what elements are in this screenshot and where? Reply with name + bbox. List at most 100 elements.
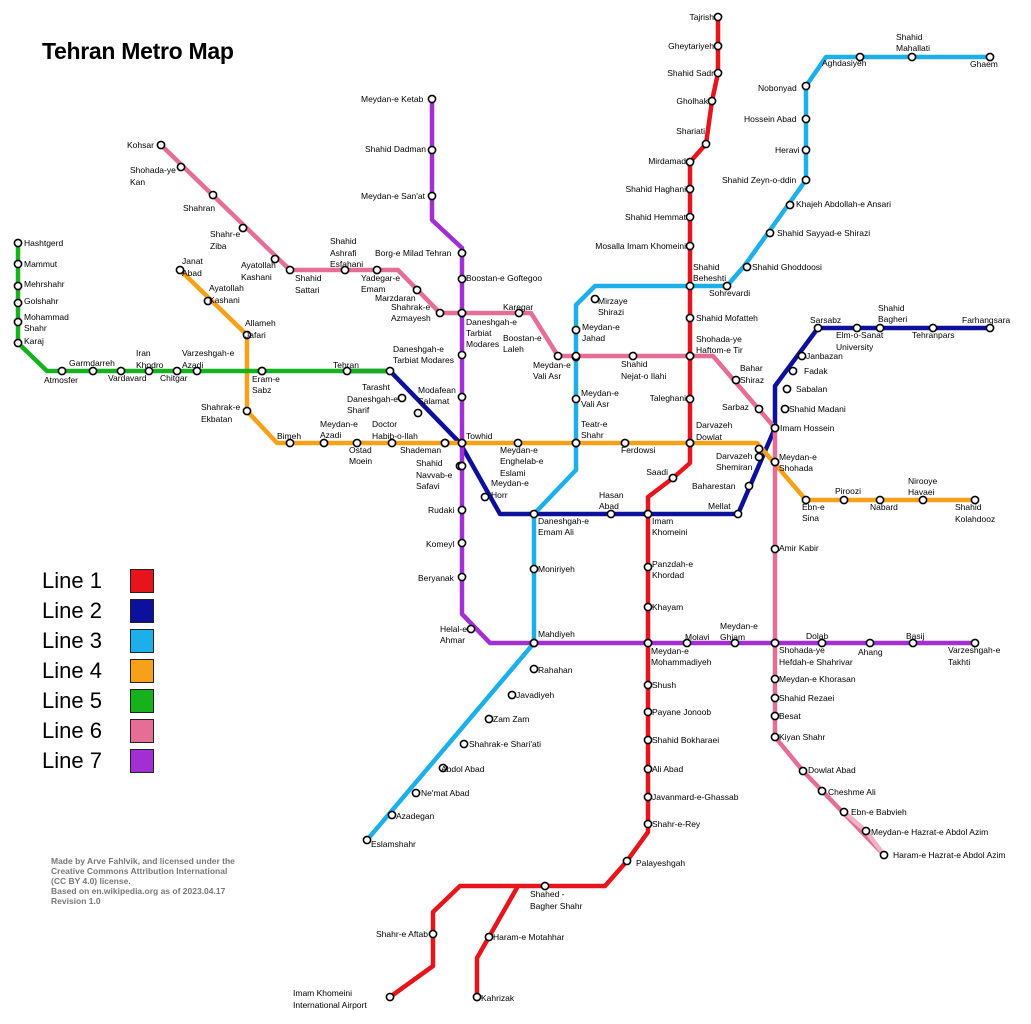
station-label: Dowlat Abad [808, 765, 856, 775]
station-label: Shahid [693, 262, 720, 272]
station-label: Shohada [779, 463, 813, 473]
station-marker [801, 495, 811, 505]
station-label: Shiraz [740, 375, 764, 385]
station-label: Shahid Ghoddoosi [752, 262, 822, 272]
station-label: Mehrshahr [24, 279, 65, 289]
station-label: Payane Jonoob [652, 707, 711, 717]
station-label: Sabz [252, 385, 271, 395]
station-marker [257, 366, 267, 376]
station-label: Ashrafi [330, 248, 357, 258]
station-label: Sharif [347, 405, 370, 415]
station-marker [797, 351, 807, 361]
station-label: Shahr-e-Rey [652, 819, 701, 829]
station-label: Elm-o-Sanat [836, 330, 884, 340]
station-label: Shahid [330, 236, 357, 246]
legend-swatch [130, 599, 154, 623]
station-marker [742, 262, 752, 272]
station-marker [801, 114, 811, 124]
station-label: Sina [802, 513, 819, 523]
station-label: Habib-o-llah [372, 431, 418, 441]
station-label: Palayeshgah [636, 858, 685, 868]
station-marker [427, 145, 437, 155]
station-label: Meydan-e [779, 452, 817, 462]
legend-swatch [130, 689, 154, 713]
legend-item-line-4: Line 4 [42, 656, 154, 686]
legend-label: Line 1 [42, 568, 102, 593]
station-marker [457, 350, 467, 360]
legend-label: Line 5 [42, 688, 102, 713]
station-marker [685, 157, 695, 167]
station-label: University [836, 342, 874, 352]
station-marker [387, 810, 397, 820]
station-label: Kashani [209, 295, 240, 305]
station-label: Ne'mat Abad [421, 788, 470, 798]
station-marker [861, 826, 871, 836]
station-label: Horr [491, 490, 508, 500]
station-marker [770, 732, 780, 742]
station-label: Meydan-e Hazrat-e Abdol Azim [871, 827, 988, 837]
station-label: Mahallati [896, 43, 930, 53]
station-marker [770, 674, 780, 684]
station-label: Allameh [245, 318, 276, 328]
station-marker [643, 764, 653, 774]
legend-label: Line 6 [42, 718, 102, 743]
station-marker [928, 323, 938, 333]
metro-line-1 [474, 883, 521, 1000]
station-label: Karaj [24, 336, 44, 346]
station-label: Fadak [804, 366, 828, 376]
station-marker [553, 351, 563, 361]
station-marker [435, 308, 445, 318]
station-marker [457, 572, 467, 582]
metro-line-5 [15, 240, 393, 374]
station-label: Shahid Hemmat [625, 212, 687, 222]
station-label: Shahid Mofatteh [696, 313, 758, 323]
station-label: Darvazeh [696, 420, 733, 430]
station-marker [813, 323, 823, 333]
station-label: Heravi [775, 145, 800, 155]
station-label: Meydan-e [491, 478, 529, 488]
metro-line-1 [387, 14, 721, 1000]
station-marker [144, 366, 154, 376]
station-label: Nejat-o Ilahi [621, 371, 666, 381]
station-marker [192, 366, 202, 376]
station-marker [319, 438, 329, 448]
station-label: Tehran [333, 360, 359, 370]
station-label: Zam Zam [493, 714, 529, 724]
station-label: Imam [652, 516, 673, 526]
station-label: Teatr-e [581, 419, 608, 429]
legend-item-line-2: Line 2 [42, 596, 154, 626]
map-title: Tehran Metro Map [42, 38, 234, 64]
station-label: Meydan-e [500, 445, 538, 455]
station-label: Ziba [210, 241, 227, 251]
station-label: Meydan-e Khorasan [779, 674, 856, 684]
station-label: Khordad [652, 570, 684, 580]
station-label: Haftom-e Tir [696, 345, 743, 355]
station-label: Khomeini [652, 527, 688, 537]
station-marker [879, 850, 889, 860]
station-label: Mirzaye [598, 296, 628, 306]
station-label: Molavi [685, 632, 710, 642]
station-marker [970, 638, 980, 648]
station-label: Bahar [740, 363, 763, 373]
station-label: Boostan-e Goftegoo [466, 273, 542, 283]
station-label: Haram-e Hazrat-e Abdol Azim [893, 850, 1005, 860]
station-label: Shahr-e Aftab [376, 929, 428, 939]
station-marker [529, 664, 539, 674]
station-marker [172, 366, 182, 376]
station-label: Mellat [708, 501, 731, 511]
station-label: Mammut [24, 259, 58, 269]
station-label: Tajrish [689, 12, 714, 22]
station-label: Komeyl [426, 539, 454, 549]
station-label: Janbazan [806, 351, 843, 361]
station-marker [457, 392, 467, 402]
station-marker [156, 140, 166, 150]
station-label: Kahrizak [481, 993, 515, 1003]
station-label: Ahmar [440, 635, 465, 645]
station-label: Helal-e [440, 624, 467, 634]
station-label: Garmdarreh [69, 358, 115, 368]
station-label: Shahid [416, 458, 443, 468]
legend-label: Line 7 [42, 748, 102, 773]
station-marker [839, 807, 849, 817]
station-label: Varzeshgah-e [948, 645, 1001, 655]
